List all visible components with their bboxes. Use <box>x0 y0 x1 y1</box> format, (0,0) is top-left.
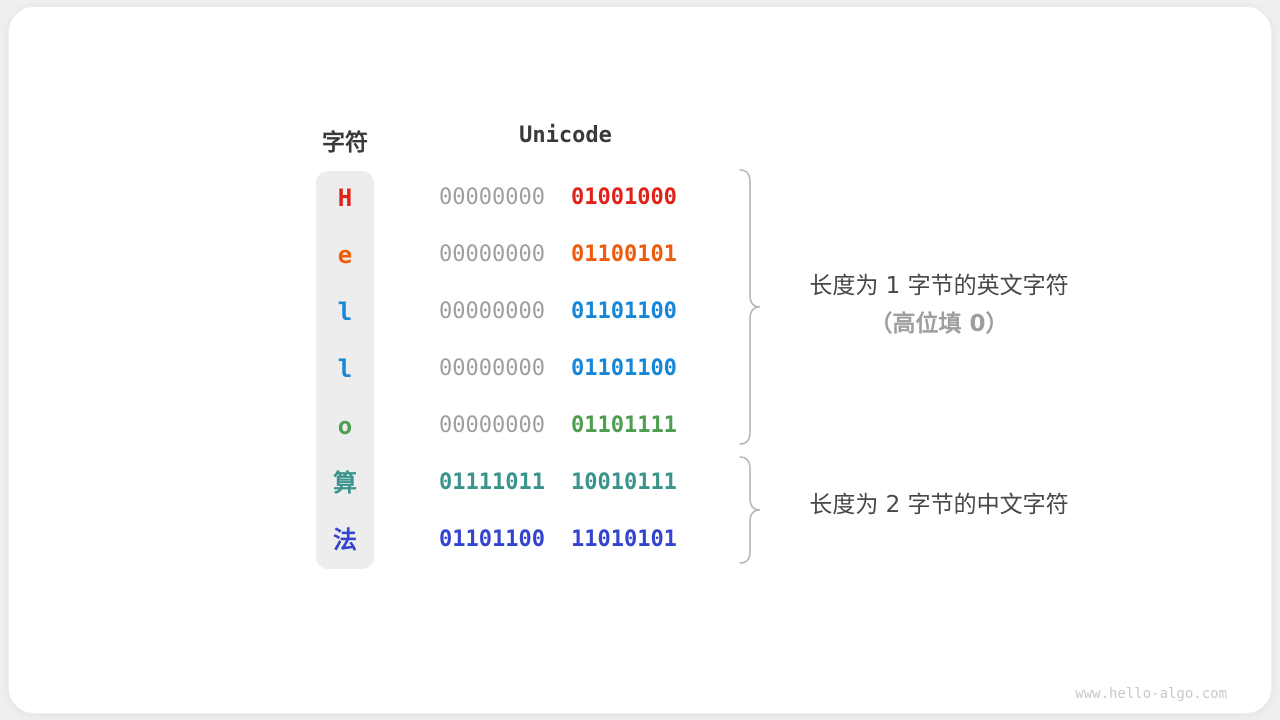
annotation-english-chars: 长度为 1 字节的英文字符 （高位填 0） <box>769 275 1109 336</box>
unicode-bits: 00000000 01101111 <box>439 411 677 441</box>
unicode-bits: 00000000 01101100 <box>439 354 677 384</box>
brace-english-group <box>739 169 761 445</box>
unicode-bits: 00000000 01101100 <box>439 297 677 327</box>
encoding-row: e 00000000 01100101 <box>9 240 1280 270</box>
column-header-character: 字符 <box>322 130 368 156</box>
character-cell: 法 <box>333 526 357 554</box>
annotation-english-line2: （高位填 0） <box>869 311 1009 337</box>
low-byte: 01101100 <box>570 356 677 381</box>
watermark-url: www.hello-algo.com <box>1075 686 1227 702</box>
encoding-row: 算 01111011 10010111 <box>9 468 1280 498</box>
character-cell: 算 <box>333 469 357 497</box>
character-cell: o <box>337 412 353 440</box>
high-byte: 01111011 <box>439 470 545 495</box>
encoding-row: l 00000000 01101100 <box>9 354 1280 384</box>
high-byte: 01101100 <box>439 527 545 552</box>
encoding-row: l 00000000 01101100 <box>9 297 1280 327</box>
brace-chinese-group <box>739 456 761 564</box>
high-byte: 00000000 <box>439 242 545 267</box>
encoding-row: o 00000000 01101111 <box>9 411 1280 441</box>
character-cell: H <box>337 184 353 212</box>
low-byte: 01101100 <box>570 299 677 324</box>
character-cell: l <box>337 298 353 326</box>
column-header-unicode: Unicode <box>519 123 612 148</box>
unicode-bits: 00000000 01100101 <box>439 240 677 270</box>
encoding-row: 法 01101100 11010101 <box>9 525 1280 555</box>
annotation-chinese-chars: 长度为 2 字节的中文字符 <box>769 494 1109 517</box>
unicode-bits: 01111011 10010111 <box>439 468 677 498</box>
character-cell: l <box>337 355 353 383</box>
low-byte: 10010111 <box>570 470 677 495</box>
character-column-background <box>316 171 374 569</box>
unicode-bits: 00000000 01001000 <box>439 183 677 213</box>
encoding-row: H 00000000 01001000 <box>9 183 1280 213</box>
high-byte: 00000000 <box>439 299 545 324</box>
low-byte: 01001000 <box>570 185 677 210</box>
figure-card: 字符 Unicode H 00000000 01001000 e 00000000… <box>8 6 1272 714</box>
low-byte: 11010101 <box>570 527 677 552</box>
low-byte: 01101111 <box>570 413 677 438</box>
unicode-bits: 01101100 11010101 <box>439 525 677 555</box>
low-byte: 01100101 <box>570 242 677 267</box>
annotation-english-line1: 长度为 1 字节的英文字符 <box>809 273 1069 299</box>
high-byte: 00000000 <box>439 413 545 438</box>
high-byte: 00000000 <box>439 356 545 381</box>
annotation-chinese-line1: 长度为 2 字节的中文字符 <box>809 492 1069 518</box>
high-byte: 00000000 <box>439 185 545 210</box>
character-cell: e <box>337 241 353 269</box>
